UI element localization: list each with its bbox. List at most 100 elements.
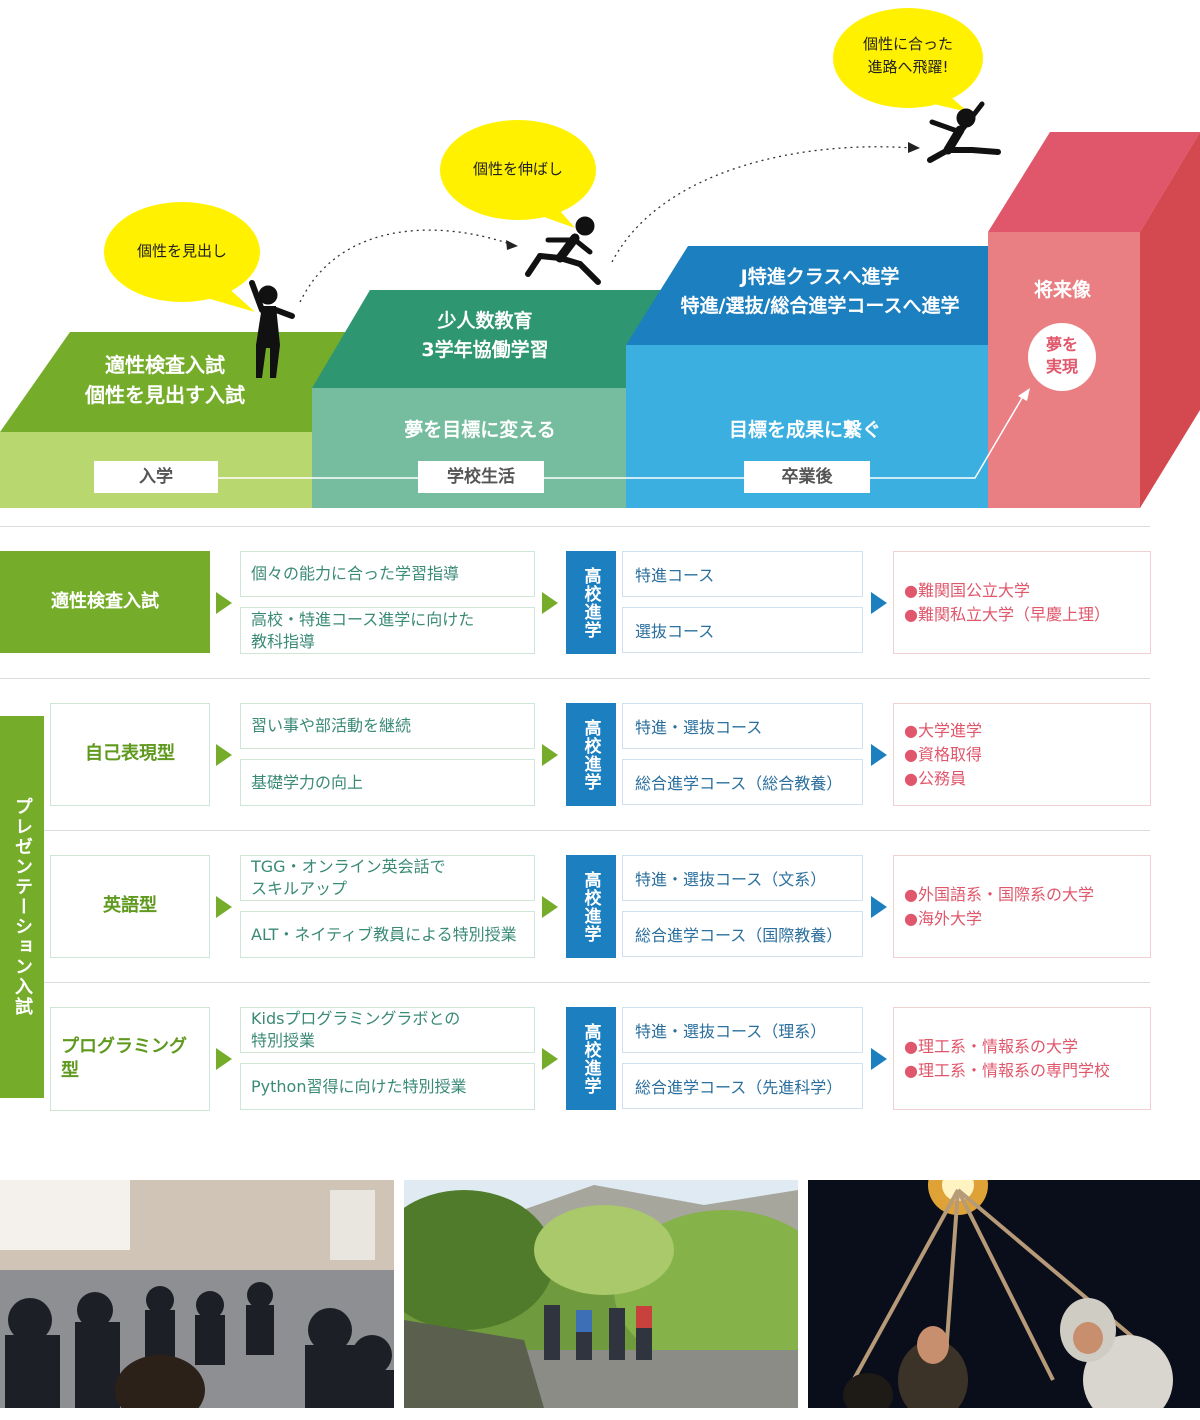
jump-arrow-2 — [908, 142, 920, 153]
learning-item: Python習得に向けた特別授業 — [240, 1063, 535, 1110]
person-icon-running — [525, 216, 601, 285]
step3-title-line1: J特進クラスへ進学 — [740, 266, 900, 288]
learning-item: TGG・オンライン英会話で スキルアップ — [240, 855, 535, 901]
course-item: 選抜コース — [622, 607, 863, 653]
result-item: ●外国語系・国際系の大学 — [904, 884, 1094, 904]
arrow-icon — [216, 895, 232, 918]
divider — [44, 830, 1150, 831]
person-icon-standing — [249, 280, 295, 378]
step1-title: 適性検査入試 個性を見出す入試 — [40, 350, 290, 410]
classroom-photo-image — [0, 1180, 394, 1408]
course-item: 総合進学コース（国際教養） — [622, 911, 863, 957]
dream-circle — [1028, 323, 1096, 391]
photo-campfire-night — [808, 1180, 1200, 1408]
arrow-icon — [871, 591, 887, 614]
jump-curve-1 — [299, 229, 511, 303]
entry-self-expression: 自己表現型 — [50, 703, 210, 806]
course-item: 総合進学コース（総合教養） — [622, 759, 863, 805]
stage-label-graduation: 卒業後 — [744, 461, 870, 493]
entry-english: 英語型 — [50, 855, 210, 958]
step3-top — [626, 246, 1030, 345]
photo-nature-hike — [404, 1180, 798, 1408]
step2-title-line1: 少人数教育 — [437, 310, 533, 332]
arrow-icon — [542, 895, 558, 918]
career-results: ●大学進学 ●資格取得 ●公務員 — [893, 703, 1151, 806]
bubble-1-text: 個性を見出し — [136, 242, 227, 260]
step2-sub: 夢を目標に変える — [404, 419, 556, 441]
arrow-icon — [871, 1047, 887, 1070]
result-item: ●理工系・情報系の専門学校 — [904, 1060, 1110, 1080]
bubble-3-text: 個性に合った 進路へ飛躍! — [838, 33, 978, 78]
arrow-icon — [871, 743, 887, 766]
step3-sub: 目標を成果に繋ぐ — [728, 419, 881, 441]
entry-aptitude-exam: 適性検査入試 — [0, 551, 210, 653]
arrow-icon — [216, 591, 232, 614]
presentation-exam-label: プレゼンテーション入試 — [0, 716, 44, 1098]
step2-title: 少人数教育 3学年協働学習 — [355, 307, 615, 364]
divider — [0, 526, 1150, 527]
bubble-2 — [440, 120, 596, 220]
step4-title: 将来像 — [1033, 279, 1091, 301]
career-results: ●外国語系・国際系の大学 ●海外大学 — [893, 855, 1151, 958]
course-item: 特進・選抜コース（理系） — [622, 1007, 863, 1053]
high-school-advance-tag: 高校進学 — [566, 551, 616, 654]
campfire-photo-image — [808, 1180, 1200, 1408]
step1-title-line1: 適性検査入試 — [105, 353, 225, 377]
result-item: ●難関国公立大学 — [904, 580, 1030, 600]
arrow-icon — [216, 1047, 232, 1070]
nature-photo-image — [404, 1180, 798, 1408]
step4-side — [1140, 132, 1200, 508]
learning-item: 高校・特進コース進学に向けた 教科指導 — [240, 607, 535, 654]
result-item: ●理工系・情報系の大学 — [904, 1036, 1078, 1056]
step2-title-line2: 3学年協働学習 — [421, 338, 549, 361]
stage-label-entry: 入学 — [94, 461, 218, 493]
learning-item: 個々の能力に合った学習指導 — [240, 551, 535, 597]
learning-item: ALT・ネイティブ教員による特別授業 — [240, 911, 535, 958]
bubble-3-line1: 個性に合った — [862, 35, 953, 53]
dream-line1: 夢を — [1045, 335, 1078, 354]
high-school-advance-tag: 高校進学 — [566, 703, 616, 806]
result-item: ●公務員 — [904, 768, 966, 788]
step1-title-line2: 個性を見出す入試 — [85, 383, 245, 407]
arrow-icon — [542, 591, 558, 614]
path-arrowhead — [1018, 388, 1030, 401]
arrow-icon — [542, 743, 558, 766]
learning-item: 習い事や部活動を継続 — [240, 703, 535, 749]
career-results: ●理工系・情報系の大学 ●理工系・情報系の専門学校 — [893, 1007, 1151, 1110]
learning-item: Kidsプログラミングラボとの 特別授業 — [240, 1007, 535, 1053]
course-item: 特進コース — [622, 551, 863, 597]
learning-item: 基礎学力の向上 — [240, 759, 535, 806]
stairs-diagram — [0, 8, 1200, 508]
result-item: ●難関私立大学（早慶上理） — [904, 604, 1110, 624]
high-school-advance-tag: 高校進学 — [566, 1007, 616, 1110]
divider — [0, 678, 1150, 679]
result-item: ●資格取得 — [904, 744, 982, 764]
result-item: ●大学進学 — [904, 720, 982, 740]
arrow-icon — [216, 743, 232, 766]
dream-circle-text: 夢を 実現 — [1028, 334, 1096, 379]
course-item: 特進・選抜コース（文系） — [622, 855, 863, 901]
arrow-icon — [871, 895, 887, 918]
course-item: 総合進学コース（先進科学） — [622, 1063, 863, 1109]
step2-top — [312, 290, 672, 388]
step3-title-line2: 特進/選抜/総合進学コースへ進学 — [680, 294, 960, 317]
arrow-icon — [542, 1047, 558, 1070]
bubble-2-text: 個性を伸ばし — [472, 160, 563, 178]
jump-curve-2 — [611, 146, 913, 263]
person-icon-leaping — [927, 101, 1001, 163]
bubble-3 — [833, 8, 983, 108]
step4-top — [988, 132, 1200, 232]
jump-arrow-1 — [506, 240, 518, 250]
entry-programming: プログラミング型 — [50, 1007, 210, 1111]
divider — [44, 982, 1150, 983]
course-item: 特進・選抜コース — [622, 703, 863, 749]
bubble-3-line2: 進路へ飛躍! — [867, 57, 949, 76]
high-school-advance-tag: 高校進学 — [566, 855, 616, 958]
bubble-1 — [104, 202, 260, 302]
step3-title: J特進クラスへ進学 特進/選抜/総合進学コースへ進学 — [650, 263, 990, 320]
dream-line2: 実現 — [1045, 357, 1078, 377]
stage-label-school-life: 学校生活 — [418, 461, 544, 493]
result-item: ●海外大学 — [904, 908, 982, 928]
career-results: ●難関国公立大学 ●難関私立大学（早慶上理） — [893, 551, 1151, 654]
photo-classroom — [0, 1180, 394, 1408]
